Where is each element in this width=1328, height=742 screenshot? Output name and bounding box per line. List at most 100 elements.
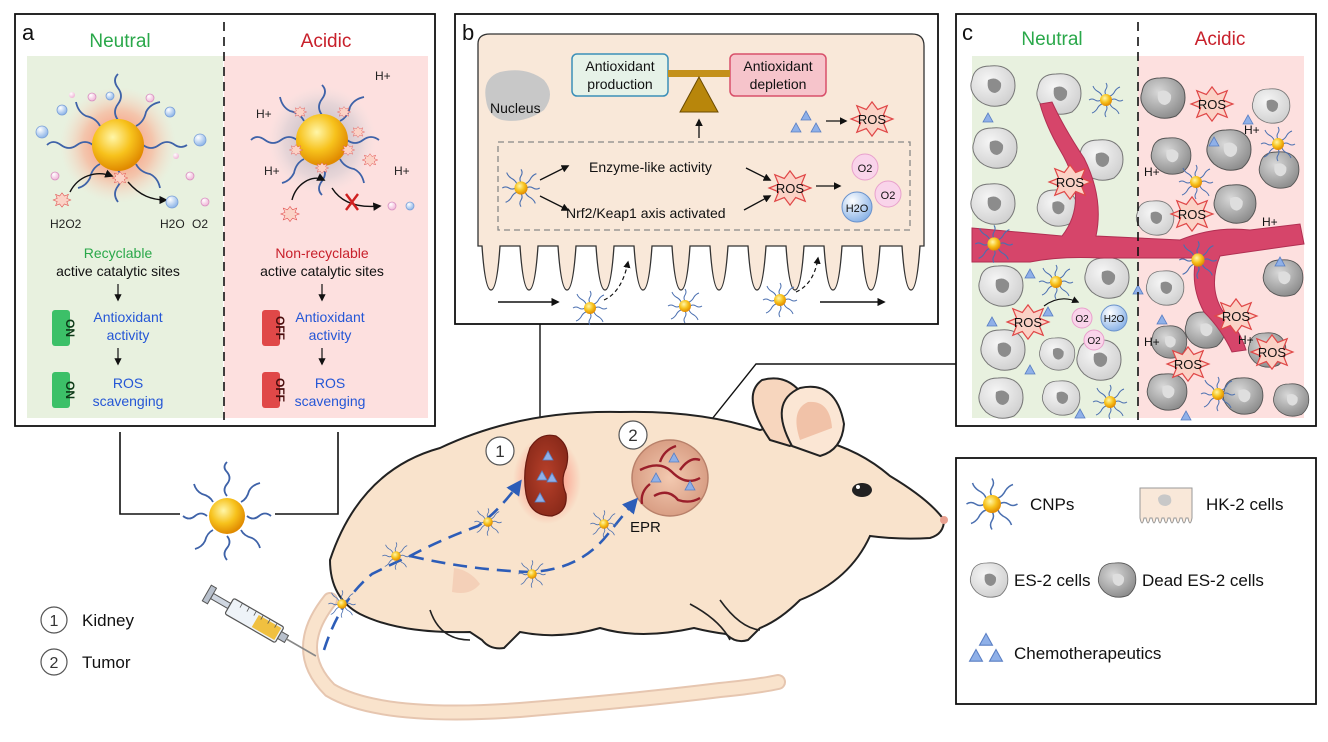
label-o2: O2	[192, 217, 208, 231]
label-scavenging-neutral: scavenging	[93, 393, 164, 409]
hk2-cell-body	[477, 33, 925, 291]
label-ros-c4: ROS	[1014, 315, 1043, 330]
on-badge-1	[52, 310, 70, 346]
h2o-bubble-c	[1100, 304, 1128, 332]
o2-bubble-c1	[1071, 307, 1093, 329]
panel-a-connector	[119, 432, 339, 515]
kidney-number: 1	[495, 442, 504, 461]
label-ros-c3: ROS	[1178, 207, 1207, 222]
label-h2o2: H2O2	[50, 217, 82, 231]
label-ros-acidic: ROS	[315, 375, 345, 391]
panel-c: c Neutral Acidic	[955, 13, 1317, 427]
legend-box: CNPs HK-2 cells ES-2 cells Dead ES-2 cel…	[955, 457, 1317, 705]
cnp-active-glow	[46, 73, 188, 203]
legend-cnps-label: CNPs	[1030, 495, 1074, 514]
tumor-number-badge	[618, 420, 648, 450]
legend-es2-icon	[969, 562, 1009, 598]
mouse-body	[328, 410, 946, 650]
label-ros-c7: ROS	[1258, 345, 1287, 360]
mouse-nose	[940, 516, 948, 524]
label-enzyme: Enzyme-like activity	[589, 159, 712, 175]
hplus-1: H+	[375, 69, 391, 83]
label-h2o-b: H2O	[846, 203, 869, 215]
hplus-2: H+	[256, 107, 272, 121]
label-nrf2: Nrf2/Keap1 axis activated	[566, 205, 726, 221]
legend-kidney-badge	[40, 606, 68, 634]
panel-a: a Neutral Acidic	[14, 13, 436, 427]
nucleus-shape	[485, 70, 550, 121]
incoming-ros-icon	[280, 206, 300, 222]
hplus-3: H+	[264, 164, 280, 178]
off-badge-2	[262, 372, 280, 408]
on-badge-1-label: ON	[63, 319, 77, 337]
label-non-recyclable: Non-recyclable	[275, 245, 369, 261]
label-ros-c6: ROS	[1174, 357, 1203, 372]
ros-bubbles-neutral	[35, 91, 207, 181]
o2-bubble-b1	[851, 153, 879, 181]
kidney-number-badge	[485, 436, 515, 466]
panel-a-neutral-title: Neutral	[89, 31, 150, 52]
label-production-1: Antioxidant	[585, 58, 654, 74]
label-production-2: production	[587, 76, 652, 92]
o2-bubble-b2	[874, 180, 902, 208]
label-o2-b1: O2	[858, 163, 873, 175]
legend-kidney-label: Kidney	[82, 611, 134, 630]
legend-dead-es2-icon	[1097, 562, 1137, 598]
off-badge-1	[262, 310, 280, 346]
cnp-lumen-3	[762, 282, 798, 318]
label-scavenging-acidic: scavenging	[295, 393, 366, 409]
kidney-organ	[524, 434, 569, 517]
pathway-box	[497, 141, 911, 231]
mouse-eye	[852, 483, 872, 497]
panel-b: b Nucleus Antioxidant production Antioxi…	[454, 13, 939, 326]
label-nucleus: Nucleus	[490, 100, 541, 116]
label-h2o: H2O	[160, 217, 185, 231]
hplus-c3: H+	[1262, 215, 1278, 229]
panel-a-acidic-title: Acidic	[301, 31, 352, 52]
hplus-c5: H+	[1238, 333, 1254, 347]
balance-fulcrum	[679, 75, 719, 113]
label-epr: EPR	[630, 519, 661, 536]
legend-es2-label: ES-2 cells	[1014, 571, 1091, 590]
panel-c-letter: c	[962, 20, 973, 45]
label-ros-c5: ROS	[1222, 309, 1251, 324]
arrow-h2o-out	[127, 181, 168, 205]
cnp-large-icon	[182, 461, 272, 561]
label-ros-b-top: ROS	[858, 112, 887, 127]
label-antioxidant-acidic: Antioxidant	[295, 309, 364, 325]
legend-tumor-number: 2	[50, 655, 59, 672]
label-depletion-1: Antioxidant	[743, 58, 812, 74]
tumor-vessels	[639, 444, 701, 505]
blood-vessel	[971, 101, 1305, 353]
mouse-tail	[304, 594, 784, 719]
cnp-in-cell	[501, 168, 541, 208]
legend-kidney-number: 1	[50, 613, 59, 630]
organ-legend: 1 Kidney 2 Tumor	[40, 606, 134, 676]
legend-dead-es2-label: Dead ES-2 cells	[1142, 571, 1264, 590]
o2-bubble-c2	[1083, 329, 1105, 351]
on-badge-2-label: ON	[63, 381, 77, 399]
arrow-h2o2-in	[69, 169, 114, 193]
panel-a-letter: a	[22, 20, 35, 45]
legend-hk2-label: HK-2 cells	[1206, 495, 1283, 514]
cnp-lumen-1	[572, 290, 608, 326]
label-o2-c2: O2	[1087, 336, 1101, 347]
label-ros-c1: ROS	[1198, 97, 1227, 112]
tumor-organ	[631, 439, 709, 517]
balance-beam	[668, 70, 730, 77]
hplus-4: H+	[394, 164, 410, 178]
hplus-c4: H+	[1144, 335, 1160, 349]
cnp-lumen-2	[667, 288, 703, 324]
circulation-to-tumor	[409, 497, 639, 574]
syringe-icon	[201, 584, 317, 657]
legend-cnp-icon	[965, 477, 1019, 531]
label-ros-neutral: ROS	[113, 375, 143, 391]
label-recyclable: Recyclable	[84, 245, 153, 261]
label-o2-c1: O2	[1075, 314, 1089, 325]
label-activity-neutral: activity	[107, 327, 150, 343]
tumor-number: 2	[628, 426, 637, 445]
label-depletion-2: depletion	[750, 76, 807, 92]
label-ros-b-mid: ROS	[776, 181, 805, 196]
legend-hk2-icon	[1139, 487, 1193, 524]
